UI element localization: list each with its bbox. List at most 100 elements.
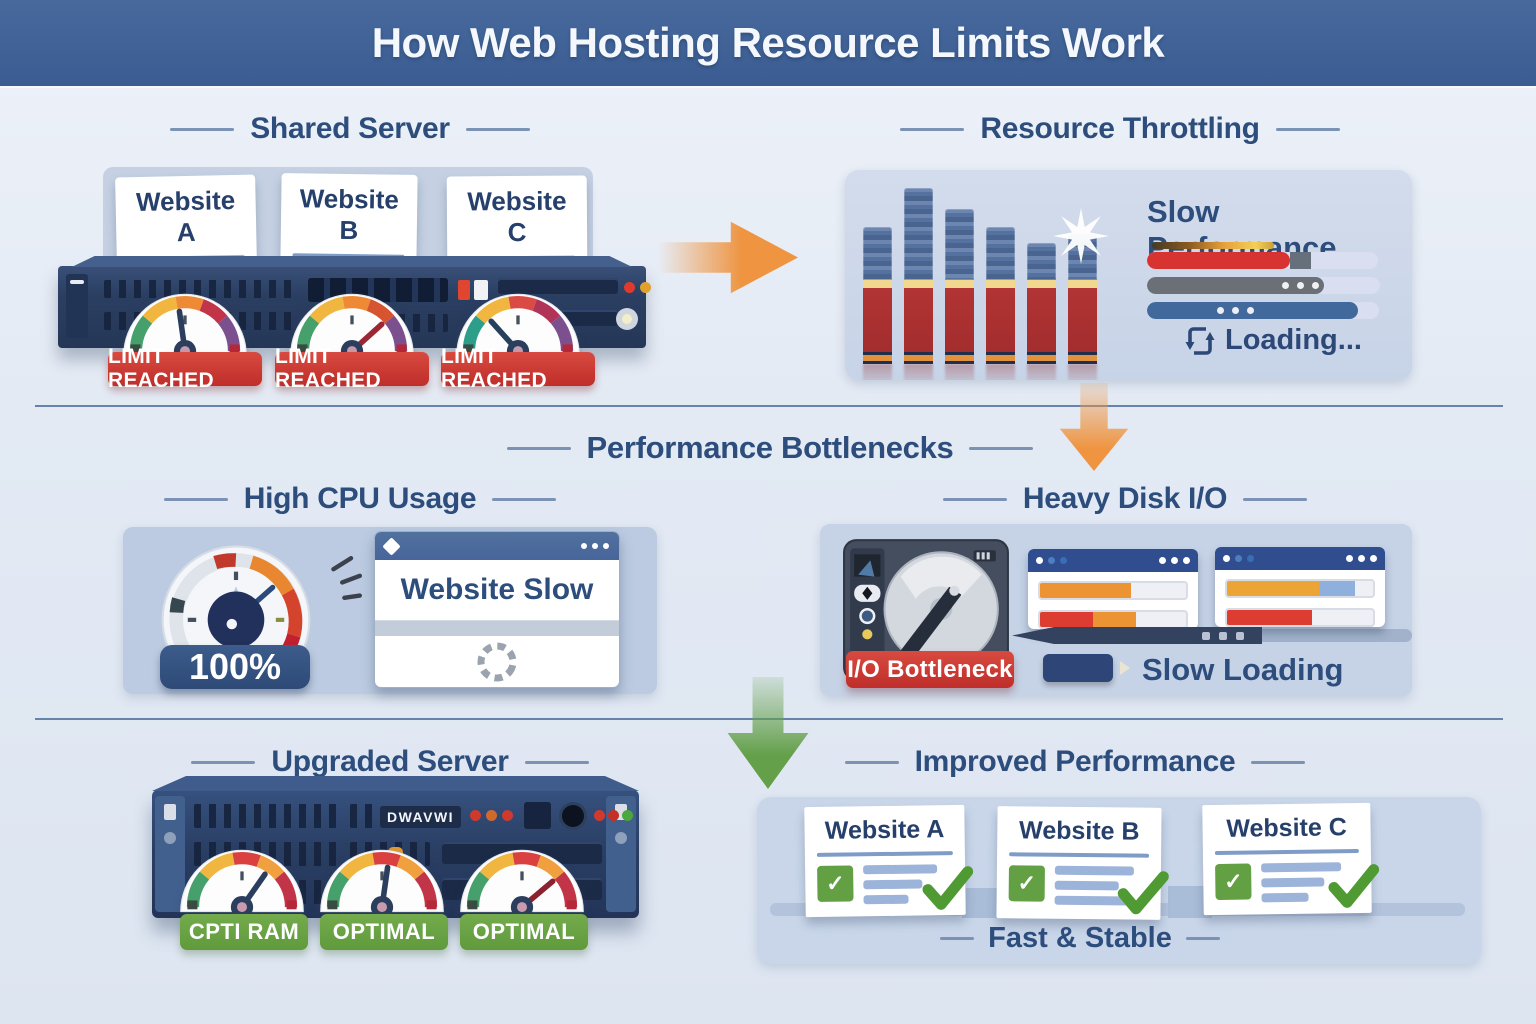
led-green	[622, 810, 633, 821]
power-button	[616, 308, 638, 330]
led-red	[470, 810, 481, 821]
progress-bar-red	[1147, 252, 1378, 269]
improved-website-b-card: Website B ✓	[996, 806, 1169, 920]
usage-bar	[863, 227, 892, 364]
port-square	[524, 802, 551, 829]
loading-spinner-icon	[477, 642, 517, 682]
usage-bar	[904, 188, 933, 364]
spinner-row	[375, 636, 619, 687]
website-b-card: Website B ✓	[280, 173, 418, 307]
usage-bar	[986, 227, 1015, 364]
io-bottleneck-badge: I/O Bottleneck	[846, 651, 1014, 688]
window-gray-band	[375, 621, 619, 636]
heading-dash	[506, 446, 571, 450]
card-title: Website B	[299, 183, 400, 246]
pill-tip-icon	[1120, 661, 1137, 675]
heavy-disk-heading: Heavy Disk I/O	[905, 482, 1345, 516]
limit-reached-badge: LIMIT REACHED	[108, 345, 262, 392]
fast-stable-label-row: Fast & Stable	[940, 922, 1220, 955]
heading-dash	[1251, 760, 1305, 764]
heading-dash	[969, 446, 1034, 450]
rack-endcap	[66, 274, 88, 338]
heading-dash	[845, 760, 899, 764]
cpu-percent-badge: 100%	[160, 645, 310, 689]
improved-performance-heading: Improved Performance	[845, 745, 1305, 779]
throttling-bars	[845, 170, 1412, 380]
spark-burst-icon	[1053, 208, 1109, 264]
window-menu-dots-icon	[1159, 557, 1190, 564]
card-title: Website A	[135, 184, 236, 248]
heading-dash	[170, 127, 235, 131]
power-knob	[562, 805, 584, 827]
led-red	[608, 810, 619, 821]
heading-dash	[940, 937, 975, 940]
website-slow-label: Website Slow	[375, 560, 619, 621]
navy-block	[1043, 654, 1113, 682]
heading-dash	[1243, 497, 1308, 501]
disk-window-1	[1028, 549, 1198, 629]
pointer-bar	[1012, 627, 1262, 644]
heading-dash	[1185, 937, 1220, 940]
load-gauge	[180, 849, 304, 916]
led-red	[624, 282, 635, 293]
heading-dash	[900, 127, 965, 131]
optimal-badge: OPTIMAL	[320, 914, 448, 950]
big-check-icon	[922, 866, 974, 910]
disk-window-2	[1215, 547, 1385, 627]
page-title: How Web Hosting Resource Limits Work	[371, 19, 1165, 66]
progress-bar-gray	[1147, 277, 1380, 294]
led-amber	[640, 282, 651, 293]
section-divider	[35, 405, 1503, 407]
big-check-icon	[1328, 864, 1380, 908]
io-progress-bar	[1038, 610, 1188, 629]
heading-dash	[524, 760, 589, 764]
shared-server-heading: Shared Server	[120, 112, 580, 146]
heading-dash	[465, 127, 530, 131]
window-titlebar	[1215, 547, 1385, 570]
website-c-card: Website C ✓	[446, 175, 588, 309]
heading-dash	[163, 497, 228, 501]
rack-ear	[155, 796, 185, 912]
check-icon: ✓	[1215, 863, 1252, 901]
card-underline	[1214, 848, 1359, 856]
website-slow-window: Website Slow	[374, 531, 620, 688]
server-vents	[350, 804, 374, 828]
led-red	[594, 810, 605, 821]
heading-dash	[492, 497, 557, 501]
load-gauge	[460, 849, 584, 916]
progress-bar-blue	[1147, 302, 1379, 319]
flow-arrow-right-icon	[658, 221, 798, 294]
upgraded-server-heading: Upgraded Server	[160, 745, 620, 779]
card-title: Website B	[1018, 816, 1140, 846]
server-model-label: DWAVWI	[380, 806, 462, 828]
website-a-card: Website A	[115, 174, 257, 297]
title-banner: How Web Hosting Resource Limits Work	[0, 0, 1536, 86]
logo-diamond-icon	[382, 536, 401, 556]
refresh-icon	[1185, 326, 1215, 355]
usage-bar	[945, 209, 974, 364]
bottlenecks-heading: Performance Bottlenecks	[470, 430, 1070, 466]
flow-arrow-down-green-icon	[727, 677, 809, 789]
card-title: Website C	[467, 185, 567, 248]
loading-label: Loading...	[1225, 324, 1362, 356]
window-menu-dots-icon	[1346, 555, 1377, 562]
window-menu-dots-icon	[581, 543, 609, 549]
led-red	[458, 280, 470, 300]
card-underline	[1009, 852, 1150, 858]
check-icon: ✓	[1008, 865, 1045, 902]
optimal-badge: CPTI RAM	[180, 914, 308, 950]
load-gauge	[320, 849, 444, 916]
pencil-bar	[1152, 242, 1274, 249]
card-title: Website A	[824, 815, 945, 845]
high-cpu-heading: High CPU Usage	[140, 482, 580, 516]
resource-throttling-heading: Resource Throttling	[880, 112, 1360, 146]
io-progress-bar	[1225, 579, 1375, 598]
improved-website-c-card: Website C ✓	[1202, 802, 1380, 916]
server-vents	[194, 804, 344, 828]
card-title: Website C	[1226, 813, 1347, 843]
fast-stable-label: Fast & Stable	[988, 922, 1172, 954]
card-underline	[816, 851, 953, 857]
optimal-badge: OPTIMAL	[460, 914, 588, 950]
drive-bay	[498, 278, 618, 294]
